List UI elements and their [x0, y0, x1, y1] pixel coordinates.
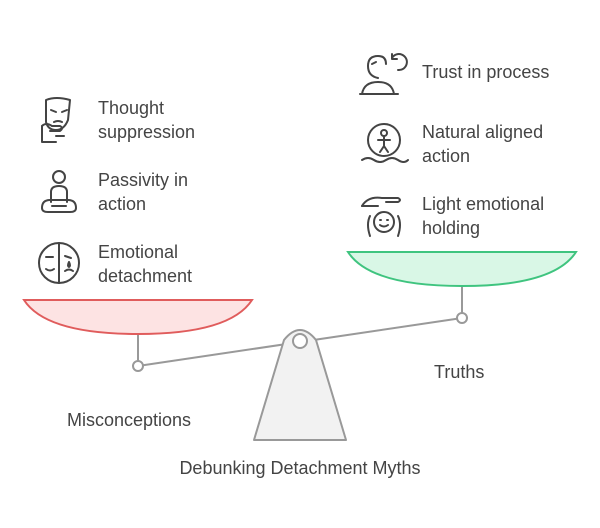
hand-over-face-icon — [358, 192, 410, 240]
fulcrum-pivot — [292, 333, 308, 349]
truths-label: Truths — [434, 362, 485, 382]
mask-hand-icon — [34, 96, 80, 146]
head-cycle-icon — [358, 48, 410, 98]
right-pan — [346, 251, 578, 288]
person-in-circle-icon — [358, 120, 410, 168]
diagram-title: Debunking Detachment Myths — [179, 458, 421, 478]
left-joint — [132, 360, 144, 372]
fulcrum — [253, 329, 347, 441]
misconceptions-label: Misconceptions — [67, 410, 192, 430]
half-face-icon — [36, 240, 82, 286]
right-item-1-label: Trust in process — [422, 62, 550, 82]
right-joint — [456, 312, 468, 324]
left-pan — [22, 299, 254, 336]
meditating-person-icon — [38, 168, 80, 216]
